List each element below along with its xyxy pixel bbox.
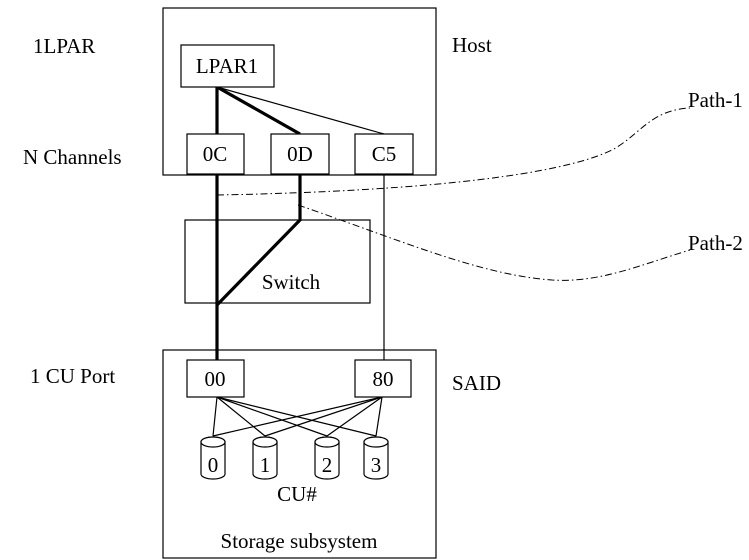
cu-port-80-box [354,359,412,398]
path2-line [215,174,302,307]
lpar-to-c5-link [216,86,385,135]
host-label: Host [452,33,492,57]
lpar-label: LPAR1 [196,54,258,78]
disk-0-label: 0 [208,453,219,477]
cu-number-label: CU# [277,482,317,506]
channels-label: N Channels [23,145,122,169]
lpar-to-0d-link [216,85,301,136]
switch-label: Switch [262,270,321,294]
channel-0d-box [270,133,330,175]
said-label: SAID [452,371,501,395]
channel-0d-label: 0D [287,142,313,166]
cu-port-80-label: 80 [373,367,394,391]
disk-1-label: 1 [260,453,271,477]
path1-label: Path-1 [688,88,743,112]
path1-pointer [216,107,691,196]
disk-2-label: 2 [322,453,333,477]
channel-c5-box [354,133,414,175]
lpar-count-label: 1LPAR [33,34,95,58]
disk-2: 2 [314,436,340,480]
storage-subsystem-label: Storage subsystem [221,529,378,553]
cu-port-label: 1 CU Port [30,364,115,388]
lpar-box [180,44,275,88]
disk-1: 1 [252,436,278,480]
channel-0c-box [186,133,245,175]
disk-3-label: 3 [371,453,382,477]
port-to-disk-links [212,396,383,437]
disk-0: 0 [200,436,226,480]
path2-label: Path-2 [688,231,743,255]
channel-0c-label: 0C [203,142,228,166]
cu-port-00-box [186,359,245,398]
disk-3: 3 [363,436,389,480]
path2-pointer [297,204,691,281]
cu-port-00-label: 00 [205,367,226,391]
channel-c5-label: C5 [372,142,397,166]
